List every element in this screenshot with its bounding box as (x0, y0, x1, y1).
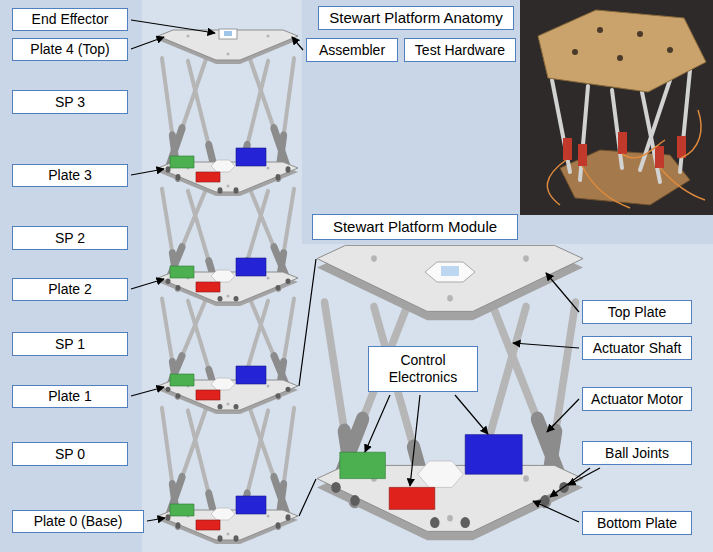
stack-electronics (170, 258, 266, 292)
part-label: Assembler (319, 42, 385, 59)
leader-line (131, 279, 164, 289)
label-box: SP 2 (12, 226, 128, 250)
photo-hole (572, 49, 578, 55)
label-box: Control Electronics (368, 346, 478, 392)
stack-joints (166, 387, 291, 410)
part-label: End Effector (32, 11, 109, 28)
photo-top-plate (538, 10, 706, 92)
stack-panel (142, 0, 302, 552)
label-box: Actuator Motor (582, 387, 692, 411)
leader-line (533, 501, 579, 522)
part-label: Ball Joints (605, 445, 669, 462)
end-effector-window (441, 266, 459, 276)
photo-hole (597, 27, 603, 33)
stack-joints (166, 514, 291, 541)
photo-background (520, 0, 713, 215)
leader-line (292, 37, 303, 50)
photo-motor (618, 132, 627, 154)
part-label: Plate 2 (48, 281, 92, 298)
label-box: Ball Joints (582, 441, 692, 465)
leader-line (546, 273, 579, 312)
module-panel (296, 244, 713, 552)
label-box: Stewart Platform Module (312, 214, 518, 240)
label-box: SP 0 (12, 442, 128, 466)
part-label: SP 2 (55, 230, 85, 247)
leader-line (547, 399, 579, 432)
photo-leg (640, 80, 670, 170)
end-effector (219, 29, 237, 39)
photo-wire (622, 140, 665, 158)
photo-wire (660, 168, 705, 200)
photo-motor (655, 146, 664, 168)
stack-electronics (170, 366, 266, 400)
leader-line (550, 468, 590, 497)
label-box: Plate 0 (Base) (12, 510, 144, 533)
part-label: Test Hardware (415, 42, 505, 59)
title: Stewart Platform Anatomy (329, 9, 502, 27)
photo-hole (617, 55, 623, 61)
label-box: Plate 1 (12, 385, 128, 408)
photo-wire (582, 166, 630, 208)
label-box: Top Plate (582, 300, 692, 324)
leader-line (131, 37, 164, 49)
photo-hole (667, 47, 673, 53)
photo-wire (681, 110, 701, 158)
part-label: Stewart Platform Module (333, 218, 497, 236)
label-box: Actuator Shaft (582, 336, 692, 360)
leader-line (513, 343, 579, 348)
stack-electronics (170, 148, 266, 182)
part-label: SP 1 (55, 336, 85, 353)
end-effector (425, 262, 475, 282)
part-label: Plate 4 (Top) (30, 41, 109, 58)
stack-joints (166, 278, 291, 301)
leader-line (365, 395, 390, 452)
photo-hole (637, 31, 643, 37)
part-label: Actuator Shaft (593, 340, 682, 357)
label-box: Test Hardware (404, 38, 516, 62)
part-label: Top Plate (608, 304, 666, 321)
module-joints (331, 482, 569, 528)
photo-wire (547, 160, 566, 205)
photo-motor (578, 144, 587, 166)
label-box: Plate 3 (12, 164, 128, 187)
part-label: Plate 0 (Base) (34, 513, 123, 530)
part-label: SP 3 (55, 94, 85, 111)
photo-motor (677, 136, 686, 158)
leader-line (410, 395, 420, 486)
leader-line (455, 395, 488, 434)
label-box: Assembler (306, 38, 398, 62)
leader-line (131, 387, 164, 396)
part-label: Control Electronics (375, 352, 471, 386)
part-label: Plate 1 (48, 388, 92, 405)
end-effector-window (224, 31, 232, 36)
part-label: Actuator Motor (591, 391, 683, 408)
stack-electronics (170, 496, 266, 530)
photo-motor (563, 138, 572, 160)
leader-line (131, 169, 164, 175)
leader-line (568, 468, 600, 485)
stack-plate (158, 30, 298, 64)
photo-leg (612, 90, 622, 168)
stack-joints (166, 166, 291, 194)
label-box: Plate 4 (Top) (12, 38, 128, 61)
leader-line (131, 20, 215, 33)
label-box: Plate 2 (12, 278, 128, 301)
label-box: SP 3 (12, 90, 128, 114)
part-label: Bottom Plate (597, 515, 677, 532)
leader-line (147, 518, 165, 521)
zoom-line (299, 479, 316, 516)
label-box: Bottom Plate (582, 511, 692, 535)
part-label: SP 0 (55, 446, 85, 463)
zoom-line (299, 259, 316, 386)
label-box: SP 1 (12, 332, 128, 356)
label-box: End Effector (12, 8, 128, 31)
part-label: Plate 3 (48, 167, 92, 184)
top-plate (317, 245, 583, 320)
title-box: Stewart Platform Anatomy (318, 6, 514, 30)
